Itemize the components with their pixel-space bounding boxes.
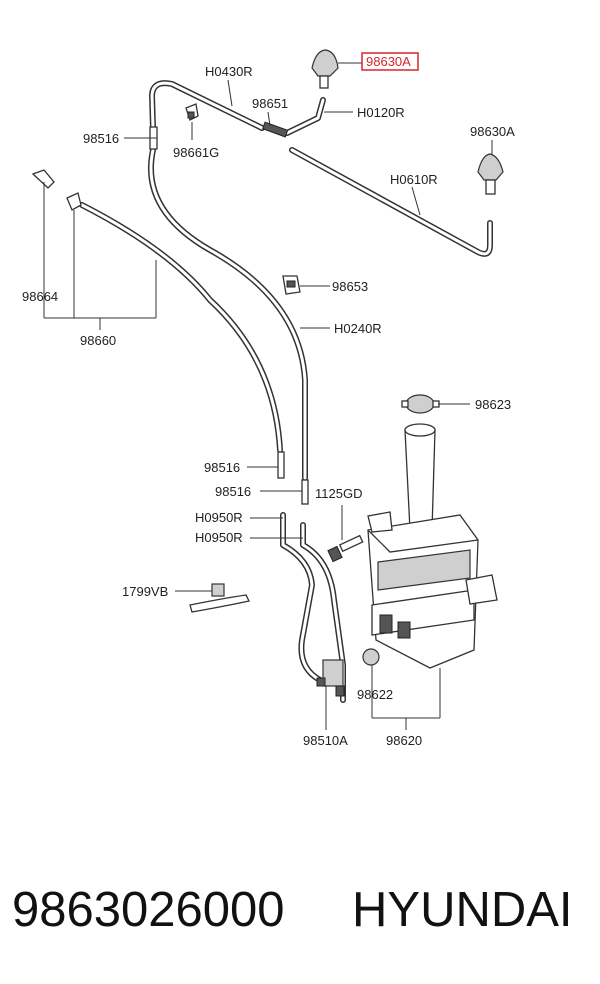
joint-98516-low xyxy=(301,479,309,505)
hose-h0950r-right xyxy=(300,522,346,703)
reservoir-98620 xyxy=(367,423,498,669)
label-98510a: 98510A xyxy=(303,733,348,748)
label-98516-top: 98516 xyxy=(83,131,119,146)
label-98661g: 98661G xyxy=(173,145,219,160)
nozzle-98630a-highlight xyxy=(311,49,339,89)
bolt-1125gd xyxy=(327,534,364,563)
cap-98623 xyxy=(401,394,440,414)
clip-98664 xyxy=(31,169,55,189)
grommet-98622 xyxy=(362,648,380,666)
hose-h0240r xyxy=(147,147,308,481)
label-h0240r: H0240R xyxy=(334,321,382,336)
label-98516-mid: 98516 xyxy=(204,460,240,475)
label-h0950r-a: H0950R xyxy=(195,510,243,525)
footer: 9863026000 HYUNDAI xyxy=(0,870,600,950)
leader-lines xyxy=(43,62,493,730)
label-98620: 98620 xyxy=(386,733,422,748)
highlight-box xyxy=(361,52,419,71)
label-98660: 98660 xyxy=(80,333,116,348)
label-h0120r: H0120R xyxy=(357,105,405,120)
strap-1799vb xyxy=(189,583,250,613)
label-98651: 98651 xyxy=(252,96,288,111)
hose-h0430r xyxy=(149,80,265,131)
hose-h0950r-left xyxy=(280,512,323,683)
hose-h0610r xyxy=(289,147,493,257)
brand-name: HYUNDAI xyxy=(352,883,573,937)
label-1125gd: 1125GD xyxy=(315,486,362,501)
hose-h0120r xyxy=(284,97,326,136)
label-h0610r: H0610R xyxy=(390,172,438,187)
label-98664: 98664 xyxy=(22,289,58,304)
connector-98651 xyxy=(262,121,289,138)
clip-98660-end xyxy=(66,192,82,211)
clip-98653 xyxy=(282,275,301,295)
label-98630a-highlight: 98630A xyxy=(366,54,411,69)
label-1799vb: 1799VB xyxy=(122,584,168,599)
pump-98510a xyxy=(316,659,345,697)
nozzle-98630a xyxy=(477,153,504,195)
label-98516-low: 98516 xyxy=(215,484,251,499)
label-h0950r-b: H0950R xyxy=(195,530,243,545)
clip-98661g xyxy=(185,103,199,121)
part-number: 9863026000 xyxy=(12,883,285,937)
label-98622: 98622 xyxy=(357,687,393,702)
label-h0430r: H0430R xyxy=(205,64,253,79)
joint-98516-mid xyxy=(277,451,285,479)
label-98630a: 98630A xyxy=(470,124,515,139)
label-98623: 98623 xyxy=(475,397,511,412)
label-98653: 98653 xyxy=(332,279,368,294)
hose-98660 xyxy=(79,202,283,453)
joint-98516-top xyxy=(149,126,158,150)
